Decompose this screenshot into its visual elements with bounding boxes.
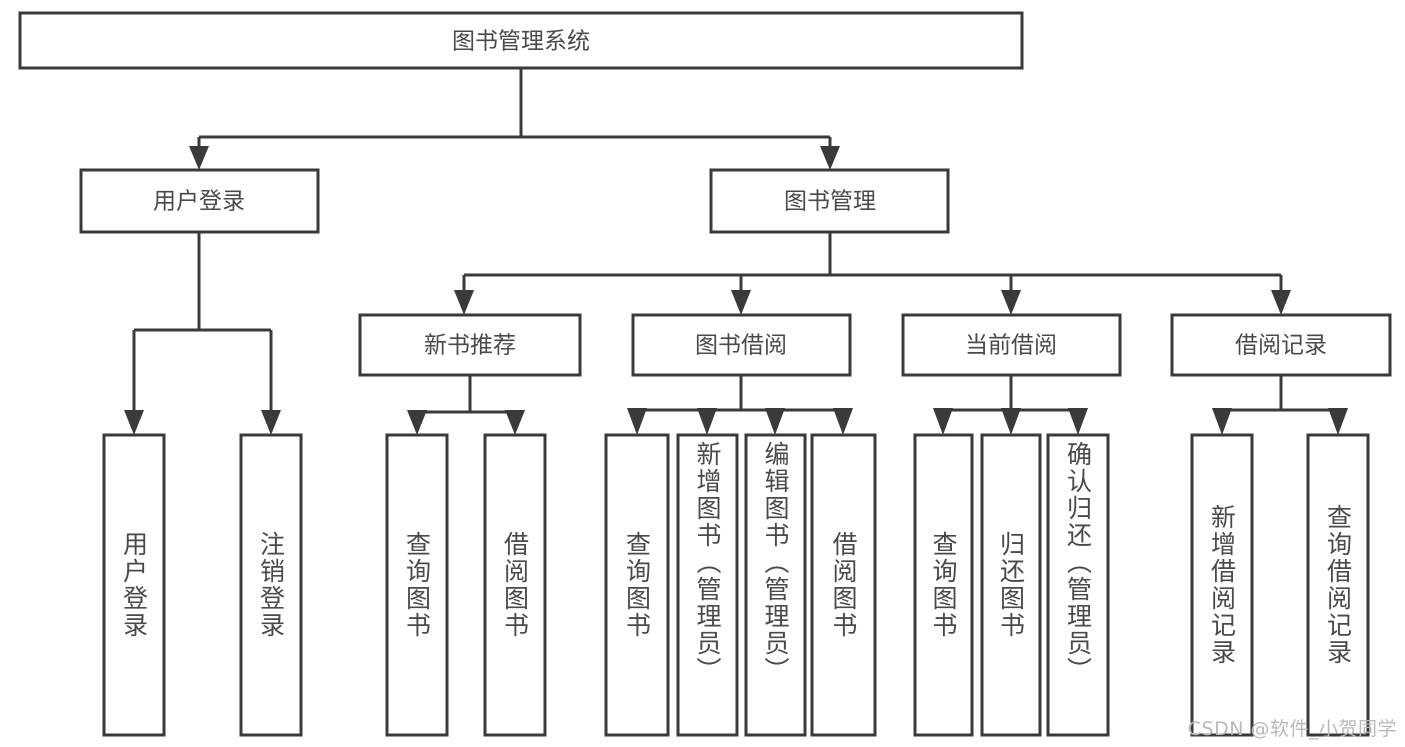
arrowhead-leaf-query-book-2 <box>627 408 647 435</box>
node-user-login-label: 用户登录 <box>153 189 245 215</box>
node-borrow-record[interactable]: 借阅记录 <box>1170 313 1392 377</box>
node-book-manage[interactable]: 图书管理 <box>709 168 950 234</box>
arrowhead-new-book-recommend <box>454 290 474 315</box>
node-leaf-query-book-3-rect[interactable] <box>913 433 974 737</box>
node-new-book-recommend-rect[interactable] <box>358 313 582 377</box>
arrowhead-leaf-query-book-1 <box>407 410 427 435</box>
node-leaf-query-borrow-record-rect[interactable] <box>1306 433 1370 737</box>
arrowhead-current-borrow <box>1001 290 1021 315</box>
arrowhead-leaf-add-book-admin <box>697 408 717 435</box>
arrowhead-book-manage <box>820 146 840 170</box>
node-user-login[interactable]: 用户登录 <box>79 168 320 234</box>
node-leaf-user-login-rect[interactable] <box>102 433 166 737</box>
node-book-borrow[interactable]: 图书借阅 <box>631 313 852 377</box>
node-leaf-query-book-1-rect[interactable] <box>385 433 449 737</box>
node-user-login-rect[interactable] <box>79 168 320 234</box>
node-current-borrow[interactable]: 当前借阅 <box>901 313 1122 377</box>
arrowhead-leaf-edit-book-admin <box>765 408 785 435</box>
arrowhead-leaf-query-book-3 <box>933 408 953 435</box>
connector-group-borrow-record <box>1212 375 1348 435</box>
node-new-book-recommend[interactable]: 新书推荐 <box>358 313 582 377</box>
arrowhead-borrow-record <box>1271 290 1291 315</box>
connector-group-new-book-recommend <box>407 375 525 435</box>
watermark: CSDN @软件_小贺同学 <box>1187 718 1397 740</box>
connector-group-book-manage <box>454 232 1291 315</box>
arrowhead-leaf-logout-login <box>261 410 281 435</box>
connector-group-root <box>189 68 840 170</box>
connector-group-book-borrow <box>627 375 853 435</box>
node-book-borrow-rect[interactable] <box>631 313 852 377</box>
node-root-rect[interactable] <box>18 11 1024 70</box>
node-root[interactable]: 图书管理系统 <box>18 11 1024 70</box>
node-leaf-add-book-admin-rect[interactable] <box>676 433 739 737</box>
node-new-book-recommend-label: 新书推荐 <box>424 333 516 359</box>
arrowhead-leaf-return-book <box>1001 408 1021 435</box>
arrowhead-leaf-borrow-book-1 <box>505 410 525 435</box>
arrowhead-leaf-user-login <box>124 410 144 435</box>
arrowhead-leaf-confirm-return-admin <box>1068 408 1088 435</box>
connector-group-user-login <box>124 232 281 435</box>
node-borrow-record-rect[interactable] <box>1170 313 1392 377</box>
node-current-borrow-label: 当前借阅 <box>965 333 1057 359</box>
arrowhead-book-borrow <box>731 290 751 315</box>
node-leaf-edit-book-admin-rect[interactable] <box>744 433 807 737</box>
arrowhead-leaf-borrow-book-2 <box>833 408 853 435</box>
connector-group-current-borrow <box>933 375 1088 435</box>
node-leaf-query-book-2-rect[interactable] <box>604 433 670 737</box>
arrowhead-leaf-add-borrow-record <box>1212 408 1232 435</box>
node-borrow-record-label: 借阅记录 <box>1235 333 1327 359</box>
node-leaf-return-book-rect[interactable] <box>980 433 1042 737</box>
arrowhead-leaf-query-borrow-record <box>1328 408 1348 435</box>
node-book-manage-label: 图书管理 <box>784 189 876 215</box>
node-leaf-borrow-book-2-rect[interactable] <box>810 433 877 737</box>
node-book-manage-rect[interactable] <box>709 168 950 234</box>
node-root-label: 图书管理系统 <box>452 29 590 55</box>
node-leaf-add-borrow-record-rect[interactable] <box>1190 433 1254 737</box>
node-leaf-logout-login-rect[interactable] <box>239 433 303 737</box>
node-current-borrow-rect[interactable] <box>901 313 1122 377</box>
arrowhead-user-login <box>189 146 209 170</box>
node-leaf-confirm-return-admin-rect[interactable] <box>1046 433 1110 737</box>
node-leaf-borrow-book-1-rect[interactable] <box>483 433 547 737</box>
node-book-borrow-label: 图书借阅 <box>695 333 787 359</box>
